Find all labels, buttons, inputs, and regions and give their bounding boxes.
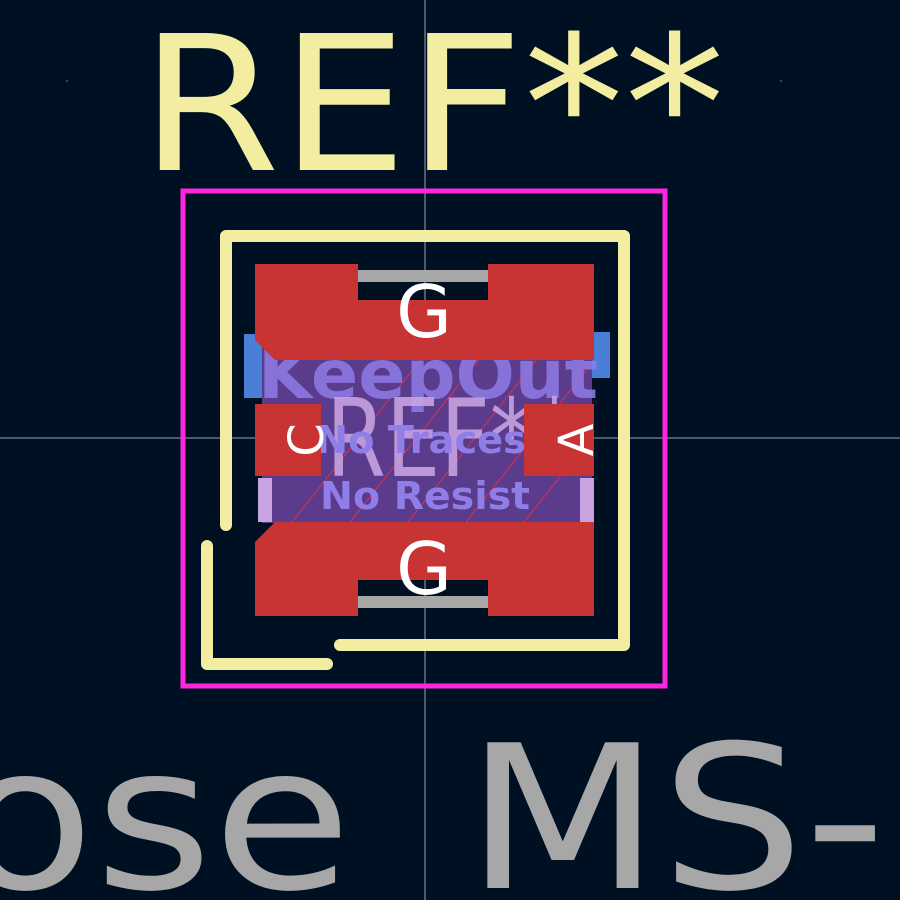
grid-dots <box>66 80 782 82</box>
pads: G G C A <box>255 264 605 616</box>
pad-label-g-top: G <box>396 270 452 354</box>
silkscreen-outline <box>201 230 630 670</box>
keepout-tab-left-lower <box>258 478 272 522</box>
pad-c <box>255 404 321 476</box>
pad-g-top <box>255 264 594 360</box>
silkscreen-reference-text: REF** <box>140 0 725 215</box>
keepout-tab-right <box>592 332 610 378</box>
pad-a <box>524 404 594 476</box>
pad-label-a: A <box>549 423 605 456</box>
courtyard-outline <box>180 188 668 689</box>
keepout-line-1: No Traces <box>316 418 526 462</box>
keepout-tab-right-lower <box>580 478 594 522</box>
pad-g-bottom <box>255 522 594 616</box>
keepout-line-2: No Resist <box>320 474 530 518</box>
pad-gap-top <box>358 270 488 282</box>
pad-gap-bottom <box>358 596 488 608</box>
pad-label-c: C <box>279 423 335 457</box>
keepout-tab-left <box>244 334 262 398</box>
footprint-name-text: ose_MS- <box>0 703 886 900</box>
pad-label-g-bottom: G <box>396 527 452 611</box>
